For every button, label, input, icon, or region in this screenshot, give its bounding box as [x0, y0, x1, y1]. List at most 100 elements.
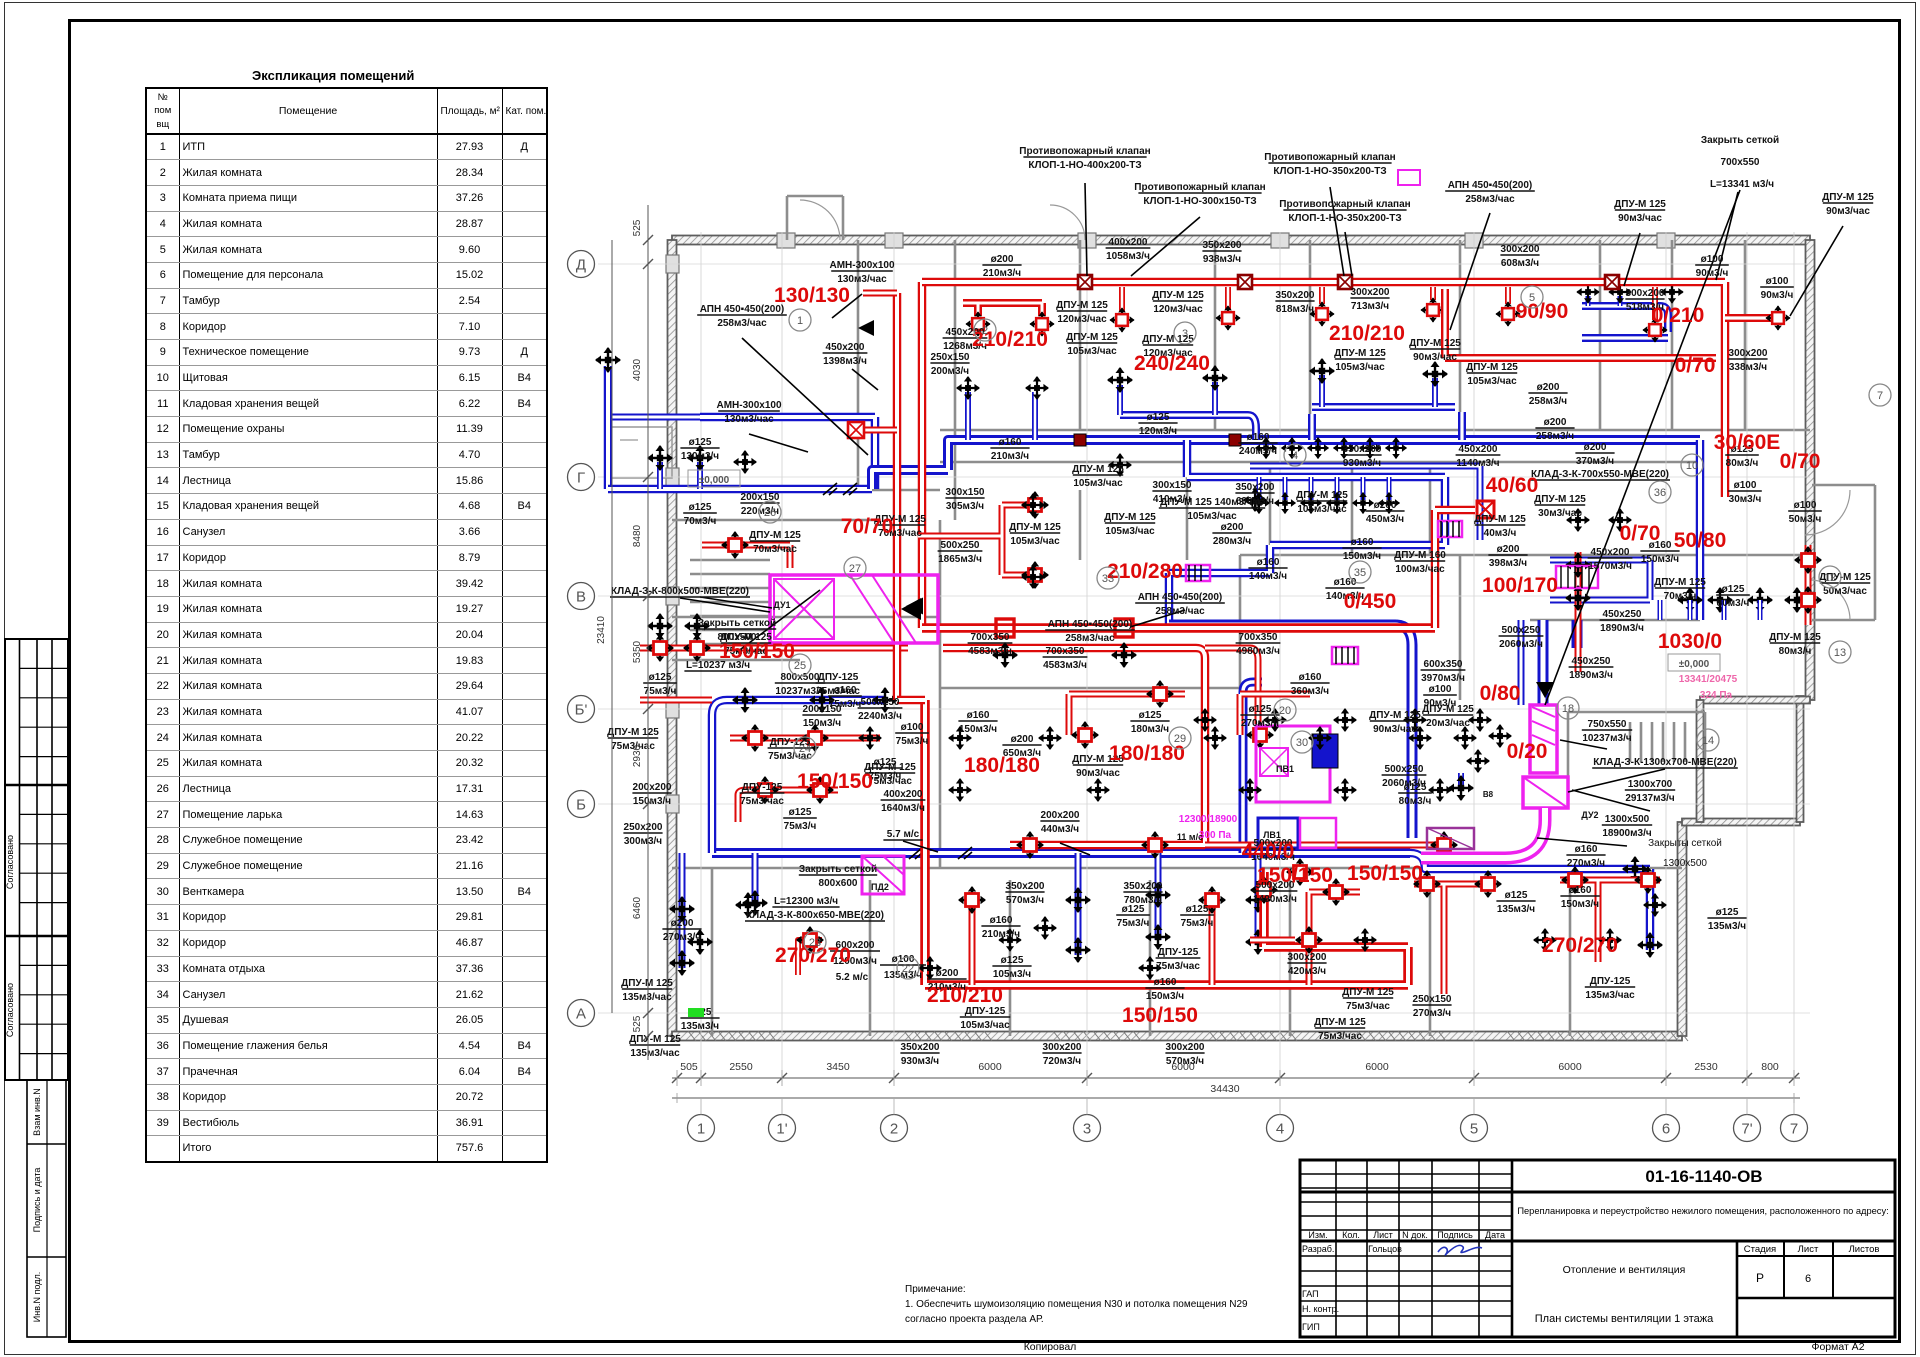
- svg-text:270м3/ч: 270м3/ч: [1567, 858, 1605, 869]
- svg-text:1640м3/ч: 1640м3/ч: [881, 803, 925, 814]
- svg-text:270м3/ч: 270м3/ч: [1413, 1008, 1451, 1019]
- svg-text:Б: Б: [576, 796, 586, 813]
- svg-text:505: 505: [680, 1061, 698, 1073]
- svg-text:135м3/ч: 135м3/ч: [1708, 921, 1746, 932]
- svg-text:210/210: 210/210: [927, 984, 1003, 1007]
- svg-text:1570м3/ч: 1570м3/ч: [1588, 561, 1632, 572]
- svg-text:КЛОП-1-НО-300х150-ТЗ: КЛОП-1-НО-300х150-ТЗ: [1143, 196, 1256, 207]
- svg-text:ПД2: ПД2: [871, 882, 889, 892]
- svg-text:20м3/час: 20м3/час: [1426, 718, 1470, 729]
- svg-text:ø125: ø125: [1731, 444, 1754, 455]
- svg-text:90м3/ч: 90м3/ч: [1424, 698, 1457, 709]
- svg-text:КЛАД-З-К-700х550-МВЕ(220): КЛАД-З-К-700х550-МВЕ(220): [1531, 469, 1669, 480]
- svg-text:24: 24: [799, 743, 811, 755]
- svg-text:135м3/ч: 135м3/ч: [884, 970, 922, 981]
- svg-text:ДПУ-М 125: ДПУ-М 125: [864, 762, 916, 773]
- svg-text:23: 23: [809, 937, 821, 949]
- svg-text:398м3/ч: 398м3/ч: [1489, 558, 1527, 569]
- svg-text:700х350: 700х350: [971, 632, 1010, 643]
- svg-text:350х200: 350х200: [1006, 881, 1045, 892]
- svg-text:105м3/ч: 105м3/ч: [993, 969, 1031, 980]
- svg-text:140м3/ч: 140м3/ч: [1326, 591, 1364, 602]
- svg-text:30: 30: [1296, 737, 1308, 749]
- svg-text:1865м3/ч: 1865м3/ч: [938, 554, 982, 565]
- svg-text:250х150: 250х150: [931, 352, 970, 363]
- svg-text:300х200: 300х200: [1729, 348, 1768, 359]
- svg-text:150/150: 150/150: [1257, 864, 1333, 887]
- svg-text:150м3/ч: 150м3/ч: [1343, 551, 1381, 562]
- svg-text:350х200: 350х200: [1343, 444, 1382, 455]
- svg-text:720м3/ч: 720м3/ч: [1043, 1056, 1081, 1067]
- svg-text:50м3/час: 50м3/час: [1823, 586, 1867, 597]
- svg-text:120м3/час: 120м3/час: [1143, 348, 1193, 359]
- svg-text:0/70: 0/70: [1780, 450, 1821, 473]
- svg-text:34430: 34430: [1210, 1083, 1239, 1095]
- svg-text:750х550: 750х550: [1588, 719, 1627, 730]
- svg-text:ø100: ø100: [1794, 500, 1817, 511]
- svg-text:713м3/ч: 713м3/ч: [1351, 301, 1389, 312]
- svg-text:ГИП: ГИП: [1302, 1322, 1320, 1332]
- svg-text:70м3/ч: 70м3/ч: [1664, 591, 1697, 602]
- svg-text:1030/0: 1030/0: [1658, 630, 1722, 653]
- svg-text:105м3/час: 105м3/час: [1467, 376, 1517, 387]
- svg-text:90м3/ч: 90м3/ч: [1696, 268, 1729, 279]
- svg-text:300х200: 300х200: [1288, 952, 1327, 963]
- svg-text:ДПУ-125: ДПУ-125: [1158, 947, 1199, 958]
- svg-text:1890м3/ч: 1890м3/ч: [1569, 670, 1613, 681]
- svg-text:650м3/ч: 650м3/ч: [1003, 748, 1041, 759]
- svg-text:5: 5: [1470, 1120, 1478, 1137]
- svg-text:210/210: 210/210: [1329, 322, 1405, 345]
- svg-text:258м3/час: 258м3/час: [1065, 633, 1115, 644]
- svg-text:50м3/ч: 50м3/ч: [1789, 514, 1822, 525]
- svg-text:1140м3/ч: 1140м3/ч: [1456, 458, 1499, 469]
- svg-text:300х200: 300х200: [1166, 1042, 1205, 1053]
- svg-text:12: 12: [1824, 572, 1836, 584]
- svg-text:105м3/час: 105м3/час: [1297, 504, 1347, 515]
- svg-text:Формат А2: Формат А2: [1811, 1341, 1864, 1353]
- svg-text:75м3/час: 75м3/час: [1156, 961, 1200, 972]
- svg-text:75м3/ч: 75м3/ч: [1181, 918, 1214, 929]
- svg-text:150м3/ч: 150м3/ч: [633, 796, 671, 807]
- svg-text:105м3/час: 105м3/час: [1010, 536, 1060, 547]
- svg-text:0/70: 0/70: [1620, 522, 1661, 545]
- svg-text:135м3/час: 135м3/час: [1585, 990, 1635, 1001]
- svg-text:ДПУ-М 125: ДПУ-М 125: [1819, 572, 1871, 583]
- svg-text:Н. контр.: Н. контр.: [1302, 1304, 1339, 1314]
- svg-text:1': 1': [776, 1120, 787, 1137]
- svg-text:80м3/ч: 80м3/ч: [1726, 458, 1759, 469]
- svg-text:ø100: ø100: [892, 954, 915, 965]
- svg-text:ДПУ-125: ДПУ-125: [818, 672, 859, 683]
- svg-text:ø125: ø125: [689, 437, 712, 448]
- svg-text:450х200: 450х200: [1459, 444, 1498, 455]
- svg-text:Д: Д: [576, 256, 586, 273]
- svg-text:Примечание:: Примечание:: [905, 1284, 966, 1295]
- svg-text:105м3/час: 105м3/час: [960, 1020, 1010, 1031]
- svg-text:4583м3/ч: 4583м3/ч: [1043, 660, 1087, 671]
- svg-text:300х200: 300х200: [1351, 287, 1390, 298]
- svg-text:ДПУ-М 125: ДПУ-М 125: [1369, 710, 1421, 721]
- svg-text:250х150: 250х150: [1413, 994, 1452, 1005]
- svg-text:608м3/ч: 608м3/ч: [1501, 258, 1539, 269]
- svg-text:ДПУ-М 125: ДПУ-М 125: [1056, 300, 1108, 311]
- svg-text:180/180: 180/180: [1109, 742, 1185, 765]
- svg-text:ø160: ø160: [1575, 844, 1598, 855]
- svg-text:ДПУ-М 125: ДПУ-М 125: [749, 530, 801, 541]
- svg-text:4980м3/ч: 4980м3/ч: [1236, 646, 1280, 657]
- svg-text:ø200: ø200: [991, 254, 1014, 265]
- svg-text:2550: 2550: [729, 1061, 753, 1073]
- svg-text:210м3/ч: 210м3/ч: [928, 982, 966, 993]
- svg-text:L=10237 м3/ч: L=10237 м3/ч: [686, 660, 750, 671]
- svg-text:500х250: 500х250: [941, 540, 980, 551]
- svg-text:105м3/час: 105м3/час: [1067, 346, 1117, 357]
- svg-text:75м3/час: 75м3/час: [1346, 1001, 1390, 1012]
- svg-text:Р: Р: [1756, 1271, 1764, 1285]
- svg-text:105м3/час: 105м3/час: [1073, 478, 1123, 489]
- svg-text:2060м3/ч: 2060м3/ч: [1382, 778, 1426, 789]
- svg-text:ДПУ-М 125: ДПУ-М 125: [1474, 514, 1526, 525]
- svg-text:780м3/ч: 780м3/ч: [1124, 895, 1162, 906]
- svg-text:140м3/ч: 140м3/ч: [1249, 571, 1287, 582]
- svg-text:ø125: ø125: [1722, 584, 1745, 595]
- svg-text:ДПУ-125: ДПУ-125: [1590, 976, 1631, 987]
- svg-text:700х550: 700х550: [1721, 157, 1760, 168]
- svg-text:ø125: ø125: [1186, 904, 1209, 915]
